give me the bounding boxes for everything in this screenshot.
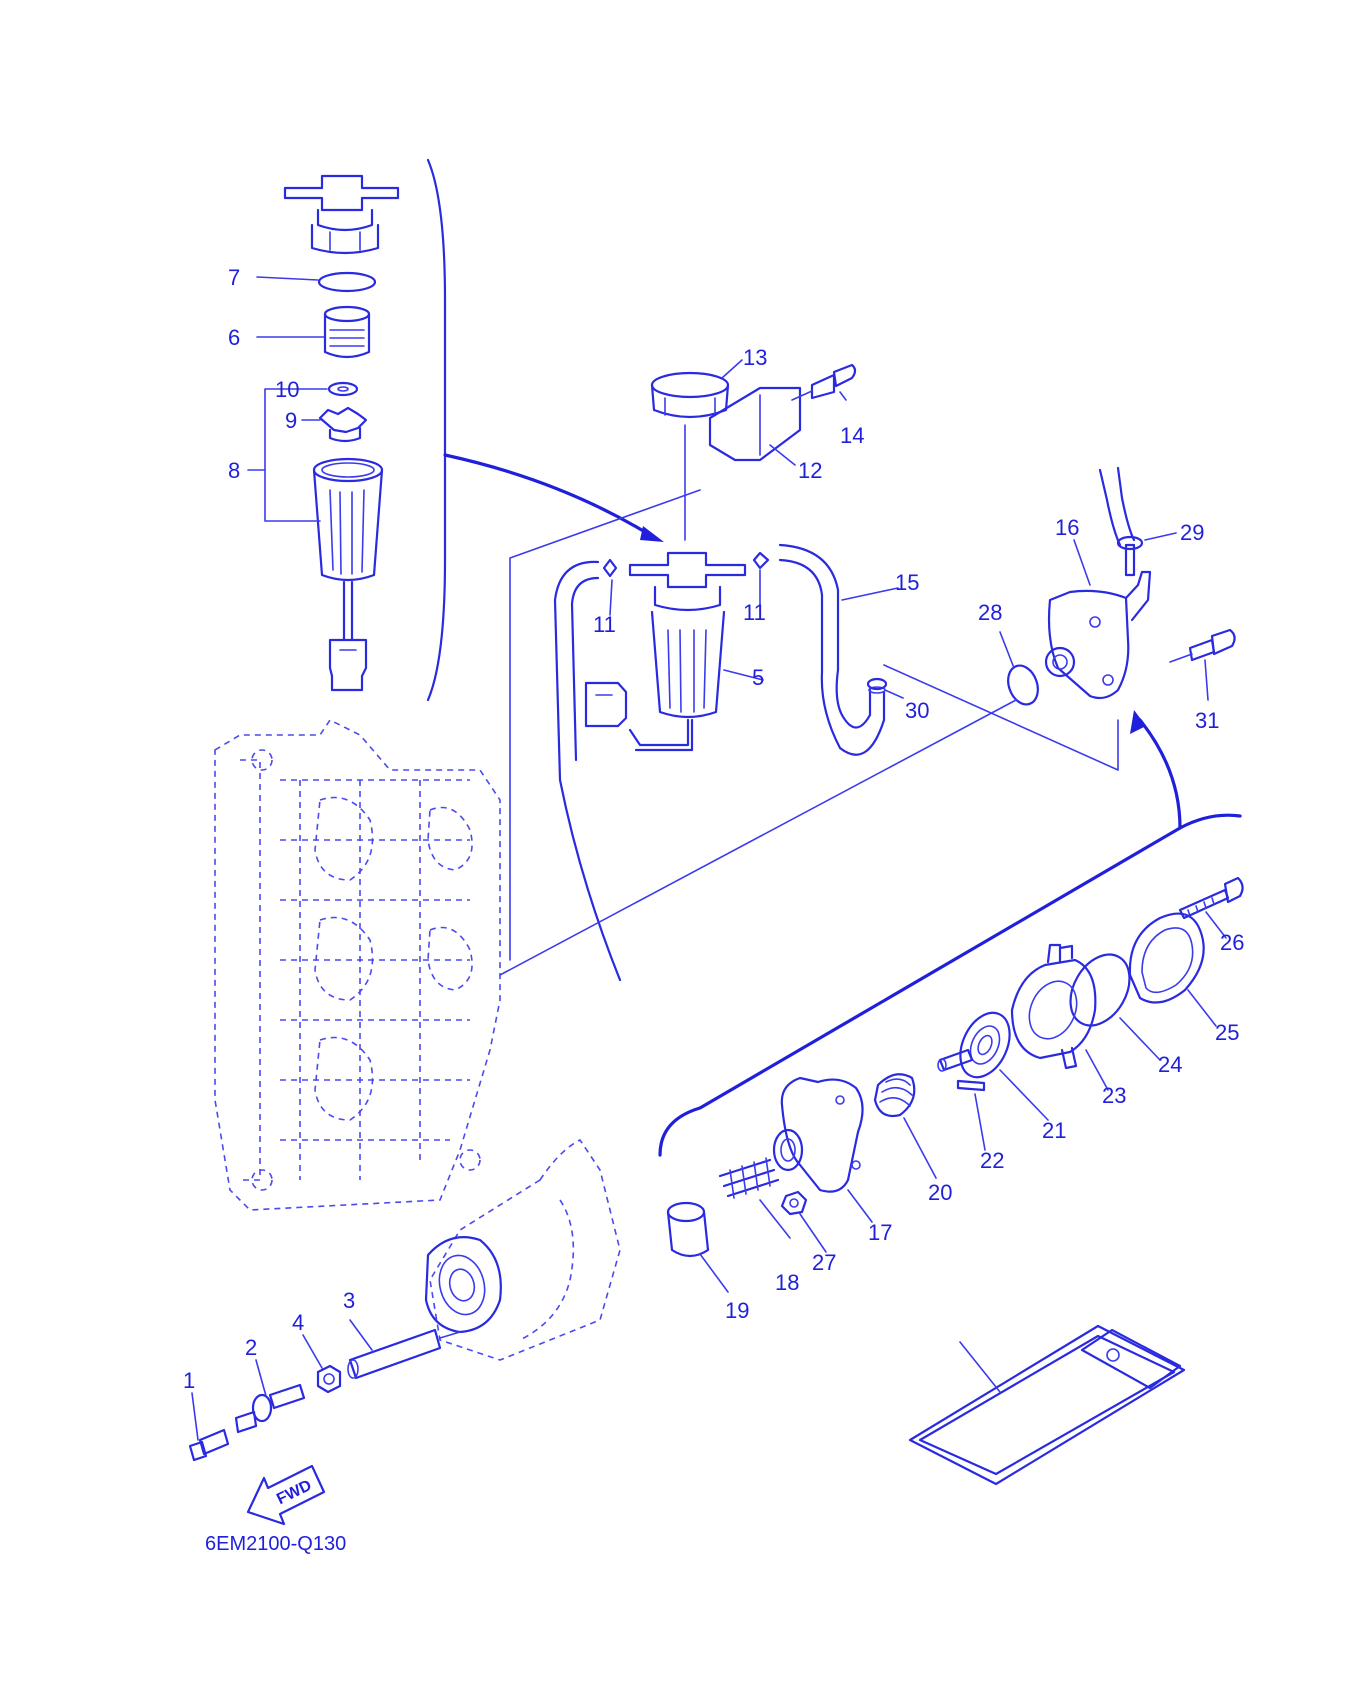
callout-11-left: 11	[593, 612, 616, 637]
diagram-code: 6EM2100-Q130	[205, 1533, 346, 1555]
callout-30: 31	[1195, 708, 1219, 733]
callout-13: 13	[743, 345, 767, 370]
tool-kit-pouch	[908, 1324, 1186, 1486]
pump-exploded-parts	[666, 876, 1244, 1293]
callout-23: 23	[1102, 1083, 1126, 1108]
callout-8: 8	[228, 458, 240, 483]
callout-25: 25	[1215, 1020, 1239, 1045]
callout-15: 15	[895, 570, 919, 595]
pump-pointer-arrow	[1138, 718, 1182, 830]
callout-19: 19	[725, 1298, 749, 1323]
callout-24: 24	[1158, 1052, 1182, 1077]
inset-pointer-arrow	[443, 453, 652, 537]
callout-2: 2	[245, 1335, 257, 1360]
callout-29-lower: 30	[905, 698, 929, 723]
callout-6: 6	[228, 325, 240, 350]
callout-3: 3	[343, 1288, 355, 1313]
drain-parts	[188, 1319, 461, 1462]
callout-7: 7	[228, 265, 240, 290]
callout-14: 14	[840, 423, 864, 448]
callout-17: 17	[868, 1220, 892, 1245]
callout-4: 4	[292, 1310, 304, 1335]
callout-27: 27	[812, 1250, 836, 1275]
callout-labels: 7 6 10 9 8 13 14 12 11 11 15 5 30 16 29 …	[183, 265, 1244, 1393]
arrowhead-icon	[640, 526, 664, 542]
callout-28: 28	[978, 600, 1002, 625]
callout-16: 16	[1055, 515, 1079, 540]
exploded-view-bracket	[658, 813, 1242, 1157]
callout-22: 22	[980, 1148, 1004, 1173]
callout-11-right: 11	[743, 600, 766, 625]
engine-block-phantom	[214, 718, 621, 1361]
callout-5: 5	[752, 665, 764, 690]
callout-21: 21	[1042, 1118, 1066, 1143]
callout-29-upper: 29	[1180, 520, 1204, 545]
forward-direction-icon: FWD	[246, 1464, 326, 1526]
fuel-filter-inset	[247, 158, 447, 702]
callout-20: 20	[928, 1180, 952, 1205]
fuel-pump-assembly	[499, 466, 1236, 976]
callout-18: 18	[775, 1270, 799, 1295]
arrowhead-icon	[1130, 710, 1146, 734]
callout-10: 10	[275, 377, 299, 402]
callout-9: 9	[285, 408, 297, 433]
callout-12: 12	[798, 458, 822, 483]
fuel-filter-assembly	[509, 359, 1119, 982]
callout-1: 1	[183, 1368, 195, 1393]
callout-26: 26	[1220, 930, 1244, 955]
